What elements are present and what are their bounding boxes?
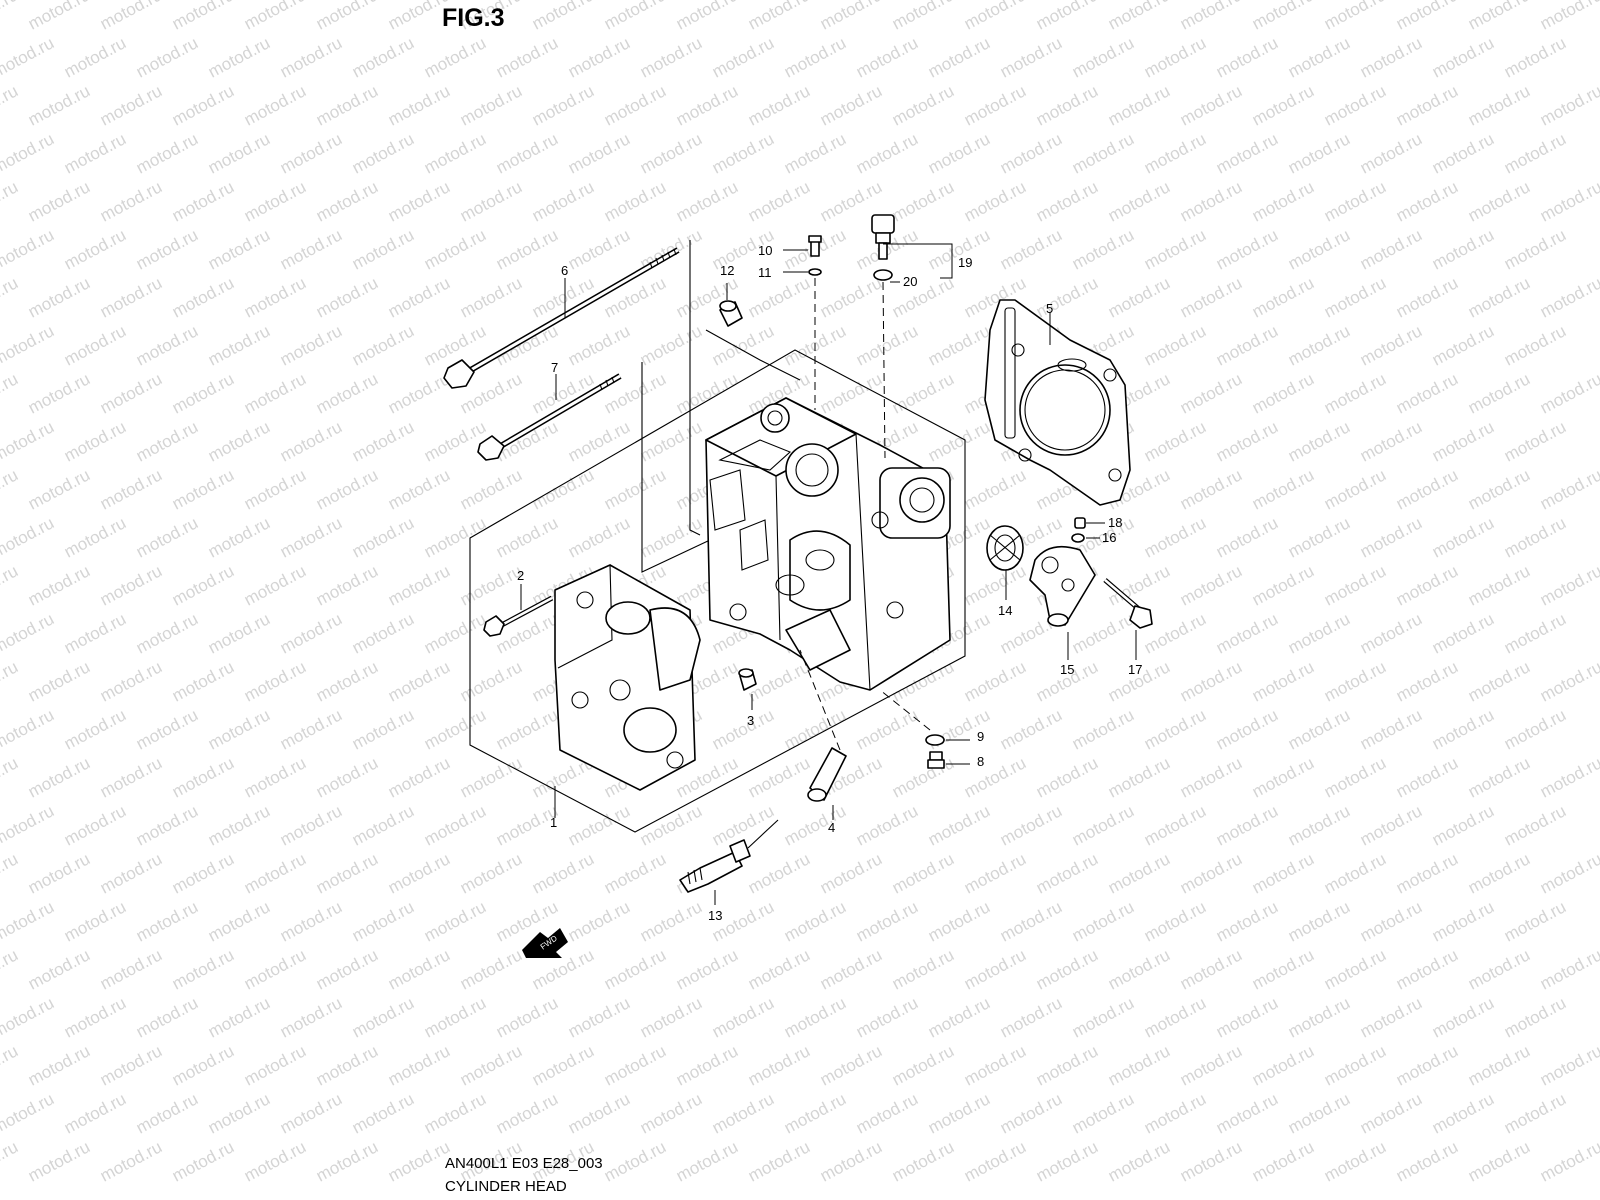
bolt-6 xyxy=(443,247,680,389)
plug-8 xyxy=(879,689,945,769)
callout-10: 10 xyxy=(758,243,772,258)
callout-16: 16 xyxy=(1102,530,1116,545)
callout-17: 17 xyxy=(1128,662,1142,677)
callout-4: 4 xyxy=(828,820,835,835)
diagram-name: CYLINDER HEAD xyxy=(445,1178,567,1195)
assembly-outline xyxy=(469,349,966,833)
cylinder-head xyxy=(705,397,951,691)
callout-15: 15 xyxy=(1060,662,1074,677)
head-gasket-5 xyxy=(984,299,1131,506)
dowel-12 xyxy=(719,300,743,327)
callout-20: 20 xyxy=(903,274,917,289)
sensor-19 xyxy=(871,214,895,459)
bolt-2 xyxy=(483,595,554,637)
cam-housing xyxy=(554,564,701,791)
spark-plug-13 xyxy=(679,819,779,893)
callout-18: 18 xyxy=(1108,515,1122,530)
callout-9: 9 xyxy=(977,729,984,744)
bracket-7 xyxy=(641,362,711,573)
leader-lines xyxy=(520,243,1137,905)
bracket-12 xyxy=(705,329,801,381)
bleeder-18 xyxy=(1071,517,1086,543)
callout-3: 3 xyxy=(747,713,754,728)
callout-1: 1 xyxy=(550,815,557,830)
thermostat-14 xyxy=(986,525,1024,571)
bolt-17 xyxy=(1103,578,1153,629)
callout-13: 13 xyxy=(708,908,722,923)
callout-8: 8 xyxy=(977,754,984,769)
bracket-6 xyxy=(689,240,701,536)
callout-labels: 6 7 2 12 10 11 19 20 5 18 16 14 15 17 9 … xyxy=(517,243,1142,923)
figure-title: FIG.3 xyxy=(442,4,505,32)
callout-14: 14 xyxy=(998,603,1012,618)
thermostat-cover-15 xyxy=(1029,545,1096,627)
callout-6: 6 xyxy=(561,263,568,278)
diagram-code: AN400L1 E03 E28_003 xyxy=(445,1155,603,1172)
callout-7: 7 xyxy=(551,360,558,375)
callout-5: 5 xyxy=(1046,301,1053,316)
callout-11: 11 xyxy=(758,265,772,280)
callout-2: 2 xyxy=(517,568,524,583)
bolt-7 xyxy=(477,373,622,461)
fwd-arrow: FWD xyxy=(522,928,568,958)
callout-12: 12 xyxy=(720,263,734,278)
callout-19: 19 xyxy=(958,255,972,270)
sleeve-4 xyxy=(799,649,847,802)
dowel-3 xyxy=(738,668,757,691)
bolt-10 xyxy=(808,235,822,410)
